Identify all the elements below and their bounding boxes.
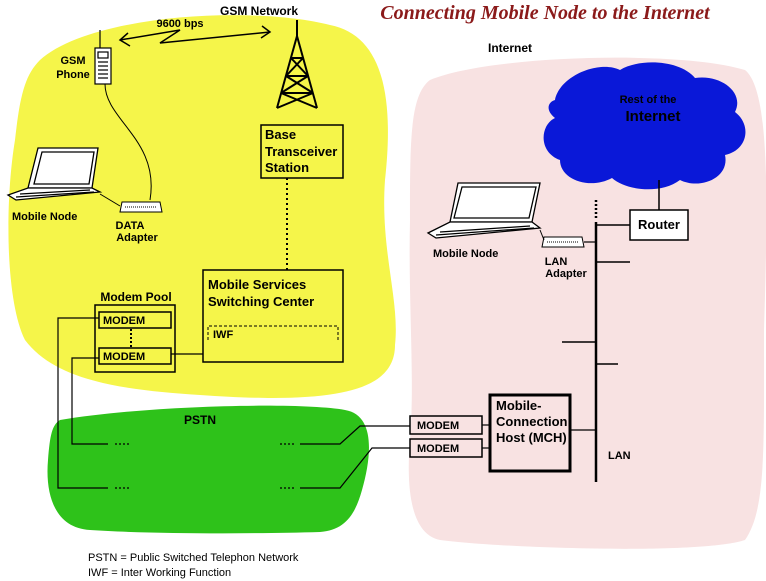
base-transceiver-station-box bbox=[260, 124, 344, 179]
gsm-phone-icon bbox=[94, 30, 112, 85]
right-modem-1-label: MODEM bbox=[417, 420, 459, 432]
modem-pool-box bbox=[94, 304, 176, 373]
lan-label: LAN bbox=[608, 450, 631, 462]
bts-label-line3: Station bbox=[265, 160, 309, 175]
mch-box bbox=[488, 393, 572, 473]
modem-pool-modem-1-label: MODEM bbox=[103, 315, 145, 327]
modem-pool-modem-1 bbox=[98, 311, 172, 329]
pstn-lines-left bbox=[57, 317, 130, 489]
bts-label-line2: Transceiver bbox=[265, 144, 337, 159]
gsm-network-label: GSM Network bbox=[220, 4, 298, 18]
gsm-network-region bbox=[8, 15, 396, 398]
iwf-label: IWF bbox=[213, 329, 233, 341]
legend-pstn: PSTN = Public Switched Telephon Network bbox=[88, 552, 299, 564]
iwf-box bbox=[207, 325, 339, 340]
legend-iwf: IWF = Inter Working Function bbox=[88, 567, 231, 579]
pstn-label: PSTN bbox=[184, 413, 216, 427]
lan-adapter-icon bbox=[541, 236, 585, 248]
laptop-right-icon bbox=[426, 182, 542, 239]
modem-pool-label: Modem Pool bbox=[100, 290, 171, 304]
laptop-lan-adapter-link bbox=[539, 229, 545, 241]
msc-label-line2: Switching Center bbox=[208, 294, 314, 309]
mobile-node-right-label: Mobile Node bbox=[433, 248, 498, 260]
gsm-phone-label-line1: GSM bbox=[60, 55, 85, 67]
diagram-title: Connecting Mobile Node to the Internet bbox=[380, 2, 711, 24]
mch-label-line1: Mobile- bbox=[496, 398, 542, 413]
laptop-adapter-link bbox=[99, 193, 121, 207]
lan-adapter-label-line2: Adapter bbox=[545, 268, 587, 280]
pstn-lines-right bbox=[280, 425, 410, 489]
data-adapter-label-line1: DATA bbox=[116, 220, 145, 232]
wireless-link-arrow bbox=[118, 25, 272, 47]
data-adapter-label-line2: Adapter bbox=[116, 232, 158, 244]
gsm-phone-label-line2: Phone bbox=[56, 69, 90, 81]
right-modem-2-label: MODEM bbox=[417, 443, 459, 455]
router-box bbox=[629, 209, 689, 241]
lan-adapter-label-line1: LAN bbox=[545, 256, 568, 268]
mch-label-line2: Connection bbox=[496, 414, 568, 429]
phone-cable bbox=[104, 83, 152, 201]
pstn-region bbox=[47, 405, 369, 534]
cloud-label-line1: Rest of the bbox=[620, 94, 677, 106]
bts-label-line1: Base bbox=[265, 127, 296, 142]
msc-label-line1: Mobile Services bbox=[208, 277, 306, 292]
internet-cloud bbox=[543, 62, 746, 190]
laptop-left-icon bbox=[6, 147, 103, 201]
internet-label: Internet bbox=[488, 41, 532, 55]
cloud-label-line2: Internet bbox=[625, 108, 680, 125]
modem-pool-modem-2 bbox=[98, 347, 172, 365]
antenna-tower-icon bbox=[276, 20, 318, 109]
modem-pool-modem-2-label: MODEM bbox=[103, 351, 145, 363]
router-label: Router bbox=[638, 217, 680, 232]
msc-box bbox=[202, 269, 344, 363]
mobile-node-left-label: Mobile Node bbox=[12, 211, 77, 223]
data-adapter-icon bbox=[119, 201, 163, 213]
link-speed-label: 9600 bps bbox=[156, 18, 203, 30]
mch-label-line3: Host (MCH) bbox=[496, 430, 567, 445]
